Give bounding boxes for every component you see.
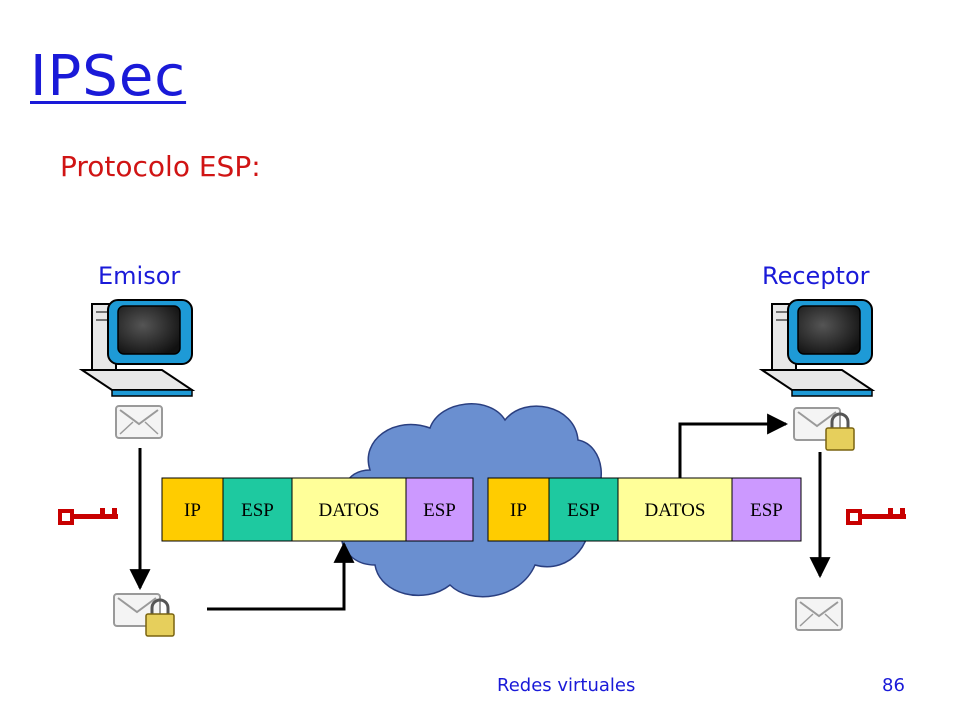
packet-field-label: DATOS (319, 500, 380, 521)
packet-field (731, 477, 802, 542)
sender-computer-icon (78, 299, 196, 397)
packet-field-label: ESP (241, 500, 274, 521)
packet-field (291, 477, 407, 542)
receiver-computer-icon (758, 299, 876, 397)
packet-field-label: IP (510, 500, 527, 521)
receiver-label: Receptor (762, 262, 870, 290)
key-icon (846, 508, 906, 525)
slide-subtitle: Protocolo ESP: (60, 150, 261, 183)
footer-label: Redes virtuales (497, 675, 636, 696)
packet-field-label: DATOS (645, 500, 706, 521)
slide-title: IPSec (30, 44, 187, 109)
packet-field (222, 477, 293, 542)
packet-field (617, 477, 733, 542)
from-network-arrow (678, 413, 789, 478)
to-network-arrow (207, 541, 355, 611)
packet: IP ESP DATOS ESP (487, 477, 802, 542)
envelope-icon (795, 597, 843, 631)
envelope-icon (115, 405, 163, 439)
key-icon (58, 508, 118, 525)
packet-field (487, 477, 550, 542)
packet-field-label: IP (184, 500, 201, 521)
packet-field (405, 477, 474, 542)
packet-field-label: ESP (423, 500, 456, 521)
packet-field-label: ESP (567, 500, 600, 521)
page-number: 86 (882, 675, 905, 696)
packet-field-label: ESP (750, 500, 783, 521)
packet: IP ESP DATOS ESP (161, 477, 474, 542)
packets: IP ESP DATOS ESP IP ESP DATOS ESP (161, 477, 802, 542)
locked-envelope-icon (113, 593, 175, 637)
locked-envelope-icon (793, 407, 855, 451)
sender-label: Emisor (98, 262, 181, 290)
